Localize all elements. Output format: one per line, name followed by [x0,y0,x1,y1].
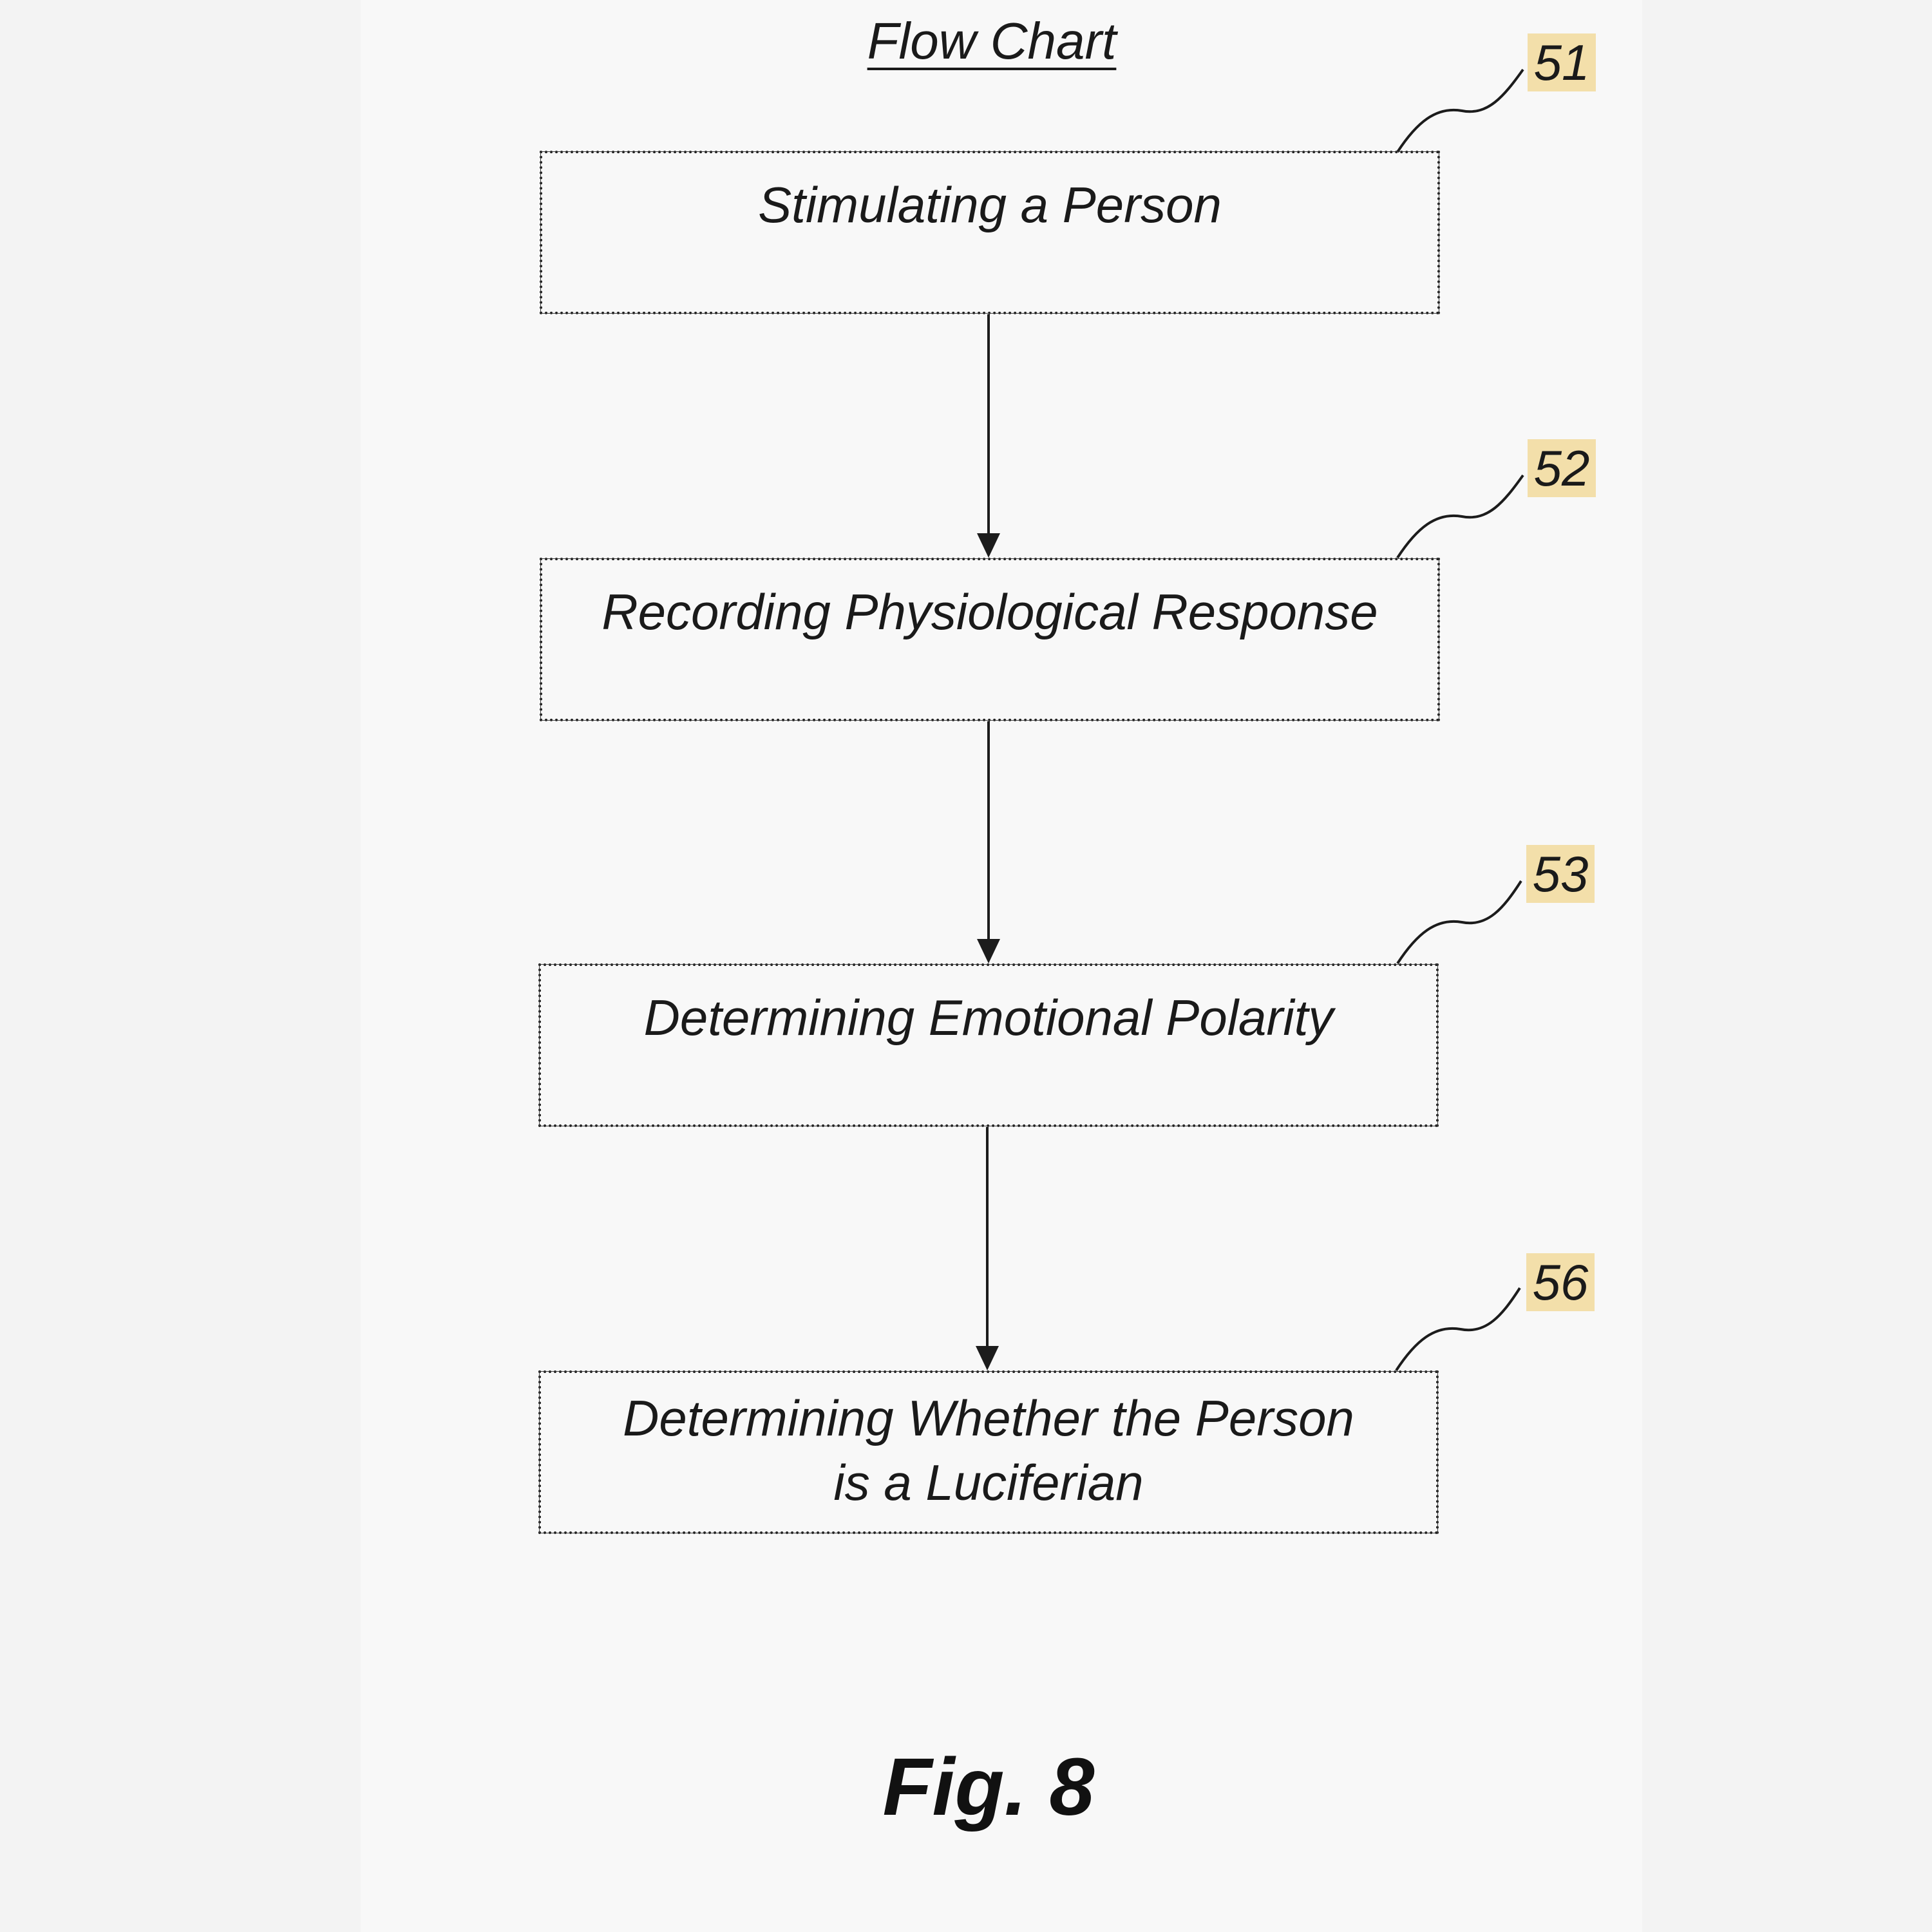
step-text: Determining Emotional Polarity [643,989,1334,1046]
step-box-stimulating: Stimulating a Person [540,151,1440,314]
leader-line-53 [1396,880,1522,965]
ref-numeral-53: 53 [1526,845,1595,903]
arrow-2-3 [977,721,1000,963]
arrow-1-2 [977,314,1000,558]
step-text: Recording Physiological Response [601,583,1378,640]
step-box-luciferian: Determining Whether the Person is a Luci… [538,1370,1439,1534]
step-text: Determining Whether the Person is a Luci… [623,1390,1354,1511]
ref-numeral-51: 51 [1528,33,1596,91]
step-box-recording: Recording Physiological Response [540,558,1440,721]
leader-line-51 [1396,68,1524,153]
step-box-emotional-polarity: Determining Emotional Polarity [538,963,1439,1127]
leader-line-52 [1396,474,1524,559]
ref-numeral-52: 52 [1528,439,1596,497]
leader-line-56 [1395,1287,1521,1372]
ref-numeral-56: 56 [1526,1253,1595,1311]
step-text: Stimulating a Person [758,176,1222,233]
arrow-3-4 [976,1127,999,1370]
figure-label: Fig. 8 [882,1741,1095,1832]
diagram-title: Flow Chart [867,12,1117,70]
diagram-sheet [361,0,1642,1932]
